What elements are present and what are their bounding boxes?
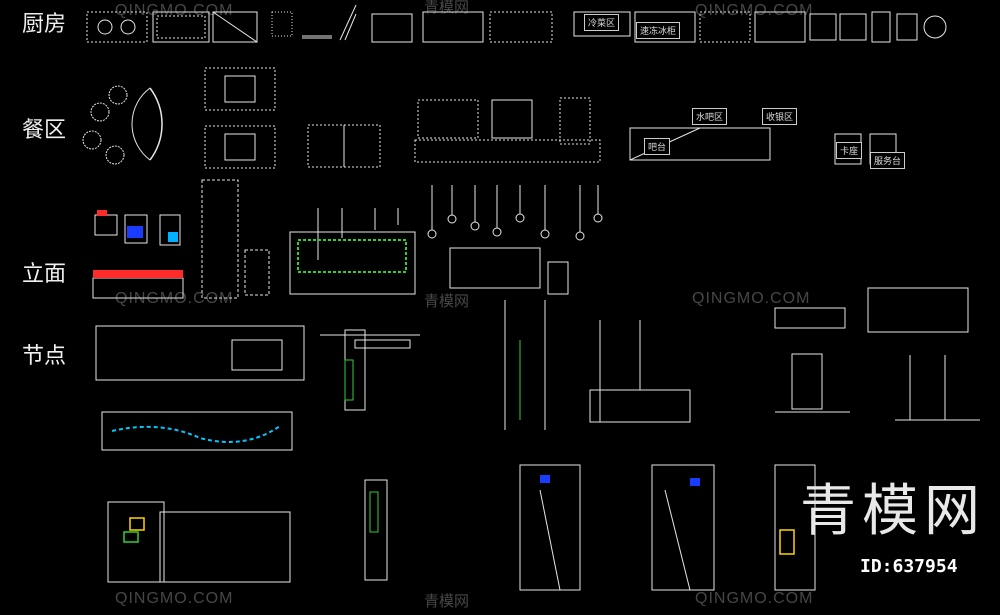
watermark-latin: QINGMO.COM bbox=[692, 290, 811, 307]
watermark-cn: 青模网 bbox=[424, 0, 470, 16]
zone-tag-bar-table: 吧台 bbox=[644, 138, 671, 155]
watermark-cn: 青模网 bbox=[424, 292, 470, 310]
zone-tag-cold-dish: 冷菜区 bbox=[584, 14, 620, 31]
watermark-latin: QINGMO.COM bbox=[695, 590, 814, 607]
watermark-latin: QINGMO.COM bbox=[115, 2, 234, 19]
zone-tag-fridge: 速冻冰柜 bbox=[636, 22, 681, 39]
watermark-cn: 青模网 bbox=[424, 592, 470, 610]
zone-tag-soft-seat: 卡座 bbox=[836, 142, 863, 159]
zone-tag-water-bar: 水吧区 bbox=[692, 108, 728, 125]
section-label-dining: 餐区 bbox=[22, 118, 67, 143]
section-label-detail: 节点 bbox=[22, 344, 67, 369]
section-label-elevation: 立面 bbox=[22, 262, 67, 287]
zone-tag-cashier: 收银区 bbox=[762, 108, 798, 125]
zone-tag-service: 服务台 bbox=[870, 152, 906, 169]
section-label-kitchen: 厨房 bbox=[22, 12, 67, 37]
brand-id: ID:637954 bbox=[860, 556, 958, 577]
watermark-latin: QINGMO.COM bbox=[695, 2, 814, 19]
brand-logo-text: 青模网 bbox=[800, 479, 986, 544]
watermark-latin: QINGMO.COM bbox=[115, 590, 234, 607]
watermark-latin: QINGMO.COM bbox=[115, 290, 234, 307]
